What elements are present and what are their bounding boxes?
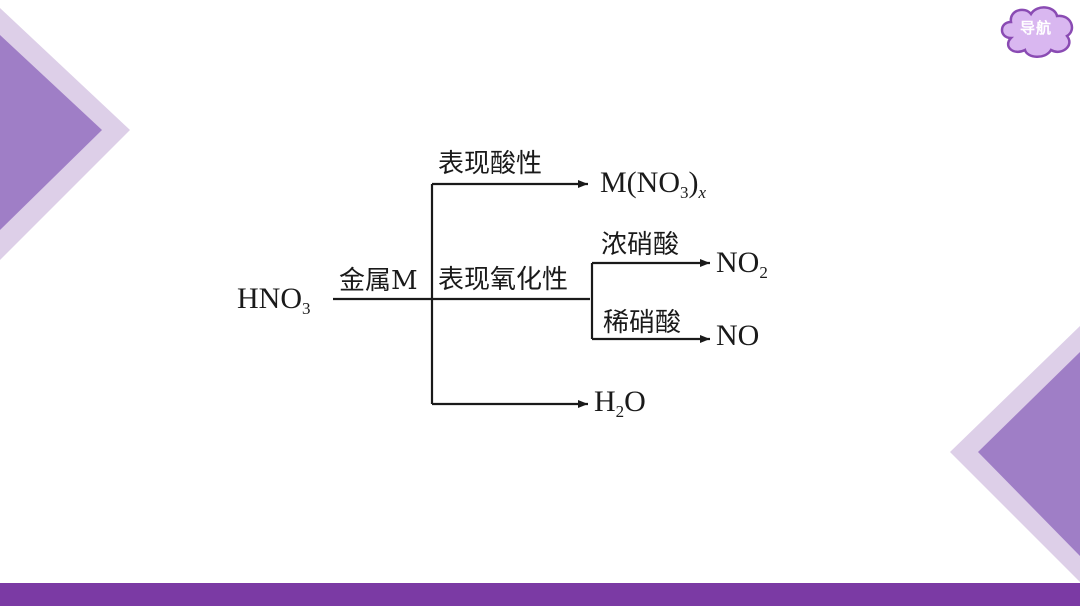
nav-label: 导航 — [1019, 19, 1052, 37]
nav-button[interactable]: 导航 — [997, 2, 1080, 60]
conc-product: NO2 — [716, 246, 768, 283]
bottom-accent-bar — [0, 583, 1080, 606]
right-triangle-dark — [978, 352, 1080, 556]
water-product: H2O — [594, 385, 646, 422]
acid-product: M(NO3)x — [600, 166, 707, 203]
left-triangle-dark — [0, 35, 102, 230]
reactant-hno3: HNO3 — [237, 282, 311, 319]
cloud-icon — [1000, 6, 1074, 58]
oxidizing-label: 表现氧化性 — [438, 265, 569, 295]
dilute-product: NO — [716, 319, 760, 352]
acid-label: 表现酸性 — [438, 149, 543, 179]
dilute-label: 稀硝酸 — [603, 308, 682, 338]
reagent-label: 金属M — [339, 266, 418, 296]
conc-label: 浓硝酸 — [601, 230, 680, 260]
